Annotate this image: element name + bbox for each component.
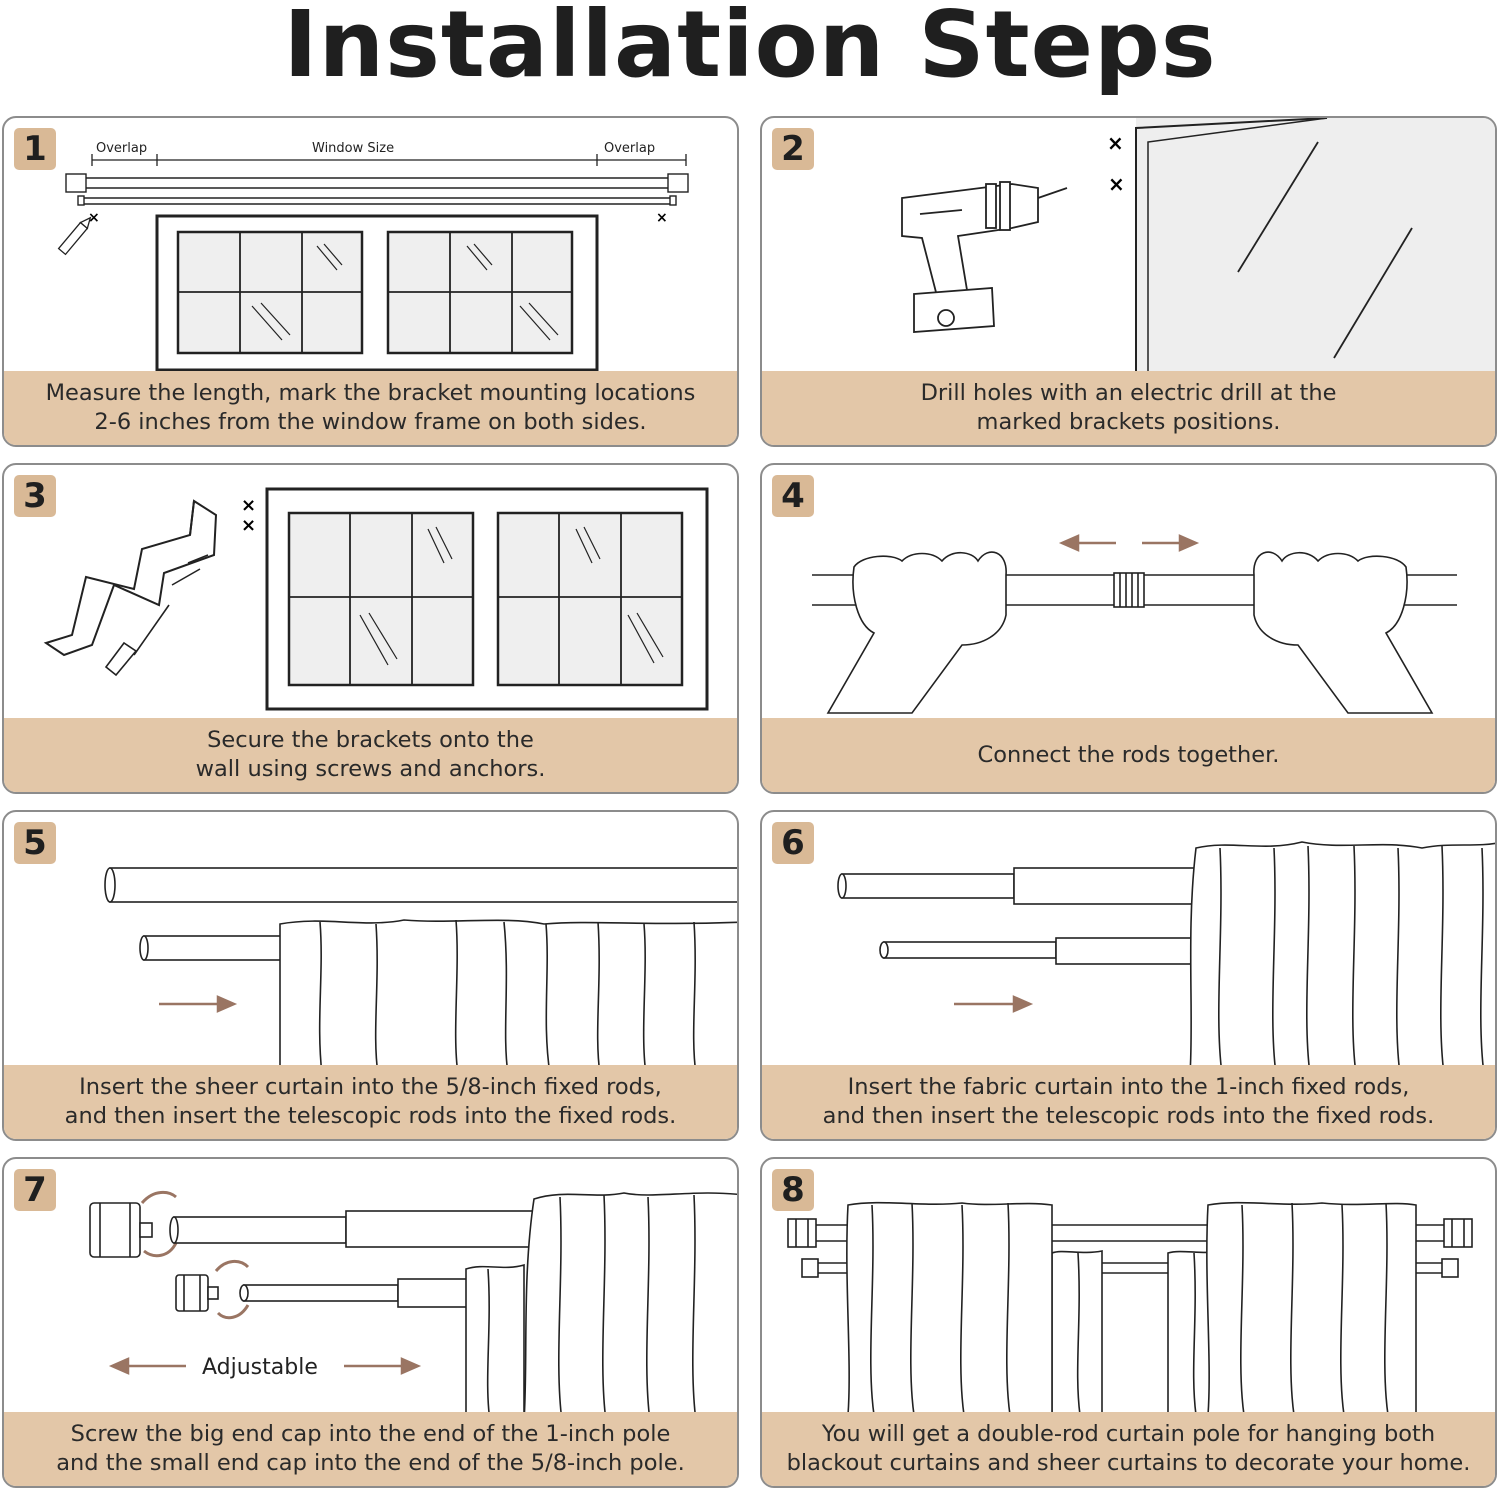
step-6-panel: 6 Insert the fabric curtain i (760, 810, 1497, 1141)
x-mark-icon: × (1107, 131, 1124, 155)
rotate-arrow-icon (214, 1260, 250, 1320)
arrow-left-icon (108, 1357, 186, 1375)
window-icon (265, 487, 709, 711)
step-number-badge: 8 (772, 1169, 814, 1211)
step-number-badge: 6 (772, 822, 814, 864)
step-4-panel: 4 Connect the rods together. (760, 463, 1497, 794)
step-number-badge: 3 (14, 475, 56, 517)
step-8-illustration (787, 1201, 1473, 1416)
rod-icon (837, 867, 1207, 965)
arrow-right-icon (344, 1357, 422, 1375)
curtain-rod-icon (65, 173, 689, 206)
curtain-icon (846, 1201, 1417, 1416)
x-mark-icon: × (1108, 172, 1125, 196)
step-number-badge: 2 (772, 128, 814, 170)
step-7-illustration: Adjustable (89, 1191, 737, 1422)
pencil-icon (57, 216, 92, 256)
step-5-illustration (104, 867, 737, 1075)
rod-icon (169, 1210, 537, 1308)
bracket-icon (43, 499, 218, 657)
step-caption: Secure the brackets onto the wall using … (4, 718, 737, 792)
step-4-illustration (812, 534, 1457, 714)
step-3-panel: 3 × × (2, 463, 739, 794)
screw-icon (171, 554, 209, 586)
electric-drill-icon (901, 181, 1068, 333)
arrow-right-icon (1142, 534, 1200, 552)
step-number-badge: 4 (772, 475, 814, 517)
step-8-panel: 8 (760, 1157, 1497, 1488)
step-caption: Insert the sheer curtain into the 5/8-in… (4, 1065, 737, 1139)
overlap-right-label: Overlap (604, 141, 655, 156)
step-caption: You will get a double-rod curtain pole f… (762, 1412, 1495, 1486)
x-mark-icon: × (241, 495, 256, 516)
step-3-illustration: × × (43, 487, 709, 711)
overlap-left-label: Overlap (96, 141, 147, 156)
step-1-illustration: Overlap Window Size Overlap × × (57, 141, 689, 372)
step-caption: Measure the length, mark the bracket mou… (4, 371, 737, 445)
step-2-illustration: × × (901, 118, 1495, 380)
end-cap-icon (787, 1218, 1473, 1278)
arrow-right-icon (159, 995, 238, 1013)
rod-icon (104, 867, 737, 961)
arrow-left-icon (1058, 534, 1116, 552)
step-number-badge: 7 (14, 1169, 56, 1211)
arrow-right-icon (954, 995, 1034, 1013)
x-mark-icon: × (88, 210, 100, 226)
step-2-panel: 2 × × Drill holes with an electric drill… (760, 116, 1497, 447)
wall-corner-icon (1135, 118, 1495, 380)
window-size-label: Window Size (312, 141, 394, 156)
step-1-panel: 1 Overlap Window Size Overlap × × (2, 116, 739, 447)
step-number-badge: 1 (14, 128, 56, 170)
screwdriver-icon (104, 604, 170, 677)
end-cap-icon (89, 1202, 153, 1258)
step-caption: Drill holes with an electric drill at th… (762, 371, 1495, 445)
measure-line (91, 154, 687, 166)
step-6-illustration (837, 841, 1495, 1075)
step-caption: Screw the big end cap into the end of th… (4, 1412, 737, 1486)
hands-icon (826, 551, 1434, 714)
end-cap-icon (175, 1274, 219, 1312)
rotate-arrow-icon (140, 1191, 178, 1258)
curtain-icon (1189, 841, 1495, 1075)
adjustable-label: Adjustable (202, 1355, 318, 1380)
step-number-badge: 5 (14, 822, 56, 864)
step-caption: Connect the rods together. (762, 718, 1495, 792)
window-icon (155, 214, 599, 372)
curtain-icon (465, 1192, 737, 1422)
step-caption: Insert the fabric curtain into the 1-inc… (762, 1065, 1495, 1139)
step-5-panel: 5 Insert the sheer curtain into th (2, 810, 739, 1141)
x-mark-icon: × (656, 210, 668, 226)
x-mark-icon: × (241, 515, 256, 536)
curtain-icon (279, 919, 737, 1075)
page-title: Installation Steps (283, 0, 1217, 98)
step-7-panel: 7 (2, 1157, 739, 1488)
